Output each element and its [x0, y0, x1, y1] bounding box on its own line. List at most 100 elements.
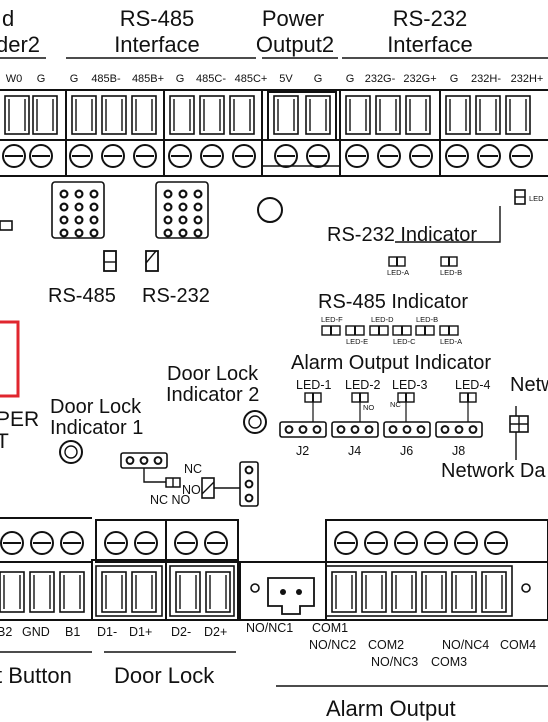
exit-button-heading: t Button — [0, 663, 72, 688]
wire-slot — [305, 95, 331, 135]
screw — [274, 144, 298, 168]
top-pin-labels: W0 G G 485B- 485B+ G 485C- 485C+ 5V G G … — [6, 73, 544, 85]
pin-label: B2 — [0, 625, 12, 639]
led-component — [0, 220, 13, 231]
header-pin — [193, 202, 203, 212]
door-lock-indicator-2-bottom: Indicator 2 — [166, 384, 259, 406]
screw — [29, 144, 53, 168]
pin-label: 232G- — [365, 73, 396, 85]
header-pin — [89, 189, 99, 199]
wire-slot — [475, 95, 501, 135]
screw — [454, 531, 478, 555]
pin-label: 485B+ — [132, 73, 164, 85]
led-label: LED-A — [387, 268, 409, 277]
top-terminal-blocks — [0, 89, 548, 177]
pin-label: G — [37, 73, 46, 85]
header-pin — [163, 228, 173, 238]
nc-label: NC — [184, 462, 202, 476]
wire-slot — [131, 571, 157, 613]
wire-slot — [205, 571, 231, 613]
pin-label: G — [176, 73, 185, 85]
door-lock-jumpers: NC NO NC NO — [120, 452, 259, 507]
wire-slot — [101, 571, 127, 613]
mounting-hole — [257, 197, 283, 223]
pin-label: 485B- — [91, 73, 121, 85]
header-pin — [59, 228, 69, 238]
bottom-wire-slots — [0, 571, 507, 613]
wire-slot — [451, 571, 477, 613]
screw — [394, 531, 418, 555]
rs485-header-pins-2 — [155, 181, 209, 239]
header-pin — [59, 189, 69, 199]
rs232-indicator-label: RS-232 Indicator — [327, 224, 477, 246]
header-pin — [193, 215, 203, 225]
wire-slot — [445, 95, 471, 135]
nc-no-label: NC NO — [150, 493, 191, 507]
wire-slot — [481, 571, 507, 613]
header-pin — [89, 228, 99, 238]
screw — [445, 144, 469, 168]
header-pin — [163, 202, 173, 212]
wire-slot — [199, 95, 225, 135]
nc-small-label: NC — [390, 400, 401, 409]
screw — [345, 144, 369, 168]
door-lock-indicator-1-bottom: Indicator 1 — [50, 417, 143, 439]
jumper-header — [383, 421, 431, 438]
pin-label: G — [70, 73, 79, 85]
wire-slot — [169, 95, 195, 135]
rs485-header-pins — [51, 181, 105, 239]
screw — [509, 144, 533, 168]
pin-label: NO/NC4 — [442, 638, 489, 652]
pin-label: NO/NC3 — [371, 655, 418, 669]
led-label: LED-1 — [296, 378, 331, 392]
jumper-label: J4 — [348, 444, 361, 458]
tamper-highlight — [0, 320, 20, 398]
screw — [409, 144, 433, 168]
led-label: LED-A — [440, 337, 462, 346]
wire-slot — [331, 571, 357, 613]
header-pin — [178, 215, 188, 225]
door-lock-indicator-2-top: Door Lock — [167, 363, 259, 385]
reader-heading-top: d — [2, 6, 14, 31]
top-screws — [2, 144, 533, 168]
led-label: LED-F — [321, 315, 343, 324]
led-label: LED-D — [371, 315, 394, 324]
door-lock-indicator-2-led — [243, 410, 267, 434]
no-small-label: NO — [363, 403, 374, 412]
rs485-jumper — [103, 250, 117, 272]
pin-label: G — [314, 73, 323, 85]
pin-label: D1- — [97, 625, 117, 639]
pin-label: 232H- — [471, 73, 501, 85]
wire-slot — [0, 571, 25, 613]
screw — [2, 144, 26, 168]
wire-slot — [71, 95, 97, 135]
header-pin — [59, 215, 69, 225]
screw — [334, 531, 358, 555]
pin-label: 5V — [279, 73, 293, 85]
screw — [364, 531, 388, 555]
rs232-jumper — [145, 250, 159, 272]
top-wire-slots — [4, 95, 531, 135]
pin-label: COM4 — [500, 638, 536, 652]
jumper-header — [279, 421, 327, 438]
bottom-pin-labels: B2 GND B1 D1- D1+ D2- D2+ NO/NC1 COM1 NO… — [0, 621, 536, 669]
header-pin — [74, 215, 84, 225]
jumper-headers — [279, 402, 483, 438]
screw — [0, 531, 24, 555]
wire-slot — [175, 571, 201, 613]
screw — [134, 531, 158, 555]
wire-slot — [101, 95, 127, 135]
wire-slot — [229, 95, 255, 135]
pin-label: G — [450, 73, 459, 85]
screw — [477, 144, 501, 168]
header-pin — [178, 189, 188, 199]
pin-label: 232G+ — [403, 73, 436, 85]
pin-label: 232H+ — [511, 73, 544, 85]
screw — [200, 144, 224, 168]
screw — [30, 531, 54, 555]
rs232-jumper-label: RS-232 — [142, 285, 210, 307]
alarm-output-heading: Alarm Output — [326, 696, 456, 721]
rs485-heading-bottom: Interface — [114, 32, 200, 57]
power-heading-top: Power — [262, 6, 324, 31]
pin-label: COM1 — [312, 621, 348, 635]
